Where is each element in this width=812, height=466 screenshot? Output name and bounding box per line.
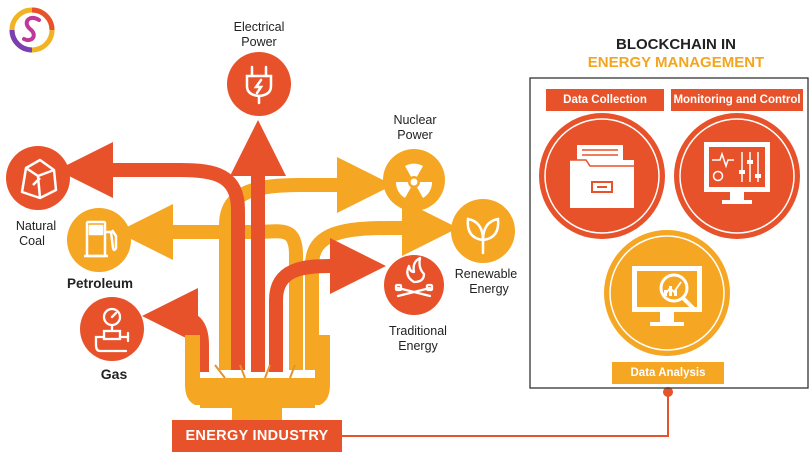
folder-icon bbox=[570, 145, 634, 208]
monitoring-control-node bbox=[674, 113, 800, 239]
blockchain-title: BLOCKCHAIN IN ENERGY MANAGEMENT bbox=[560, 36, 792, 72]
connector-line bbox=[342, 392, 669, 437]
energy-industry-label: ENERGY INDUSTRY bbox=[172, 420, 342, 452]
fire-icon bbox=[394, 256, 434, 298]
leaves-icon bbox=[466, 217, 500, 255]
blockchain-title-line2: ENERGY MANAGEMENT bbox=[587, 54, 765, 71]
arrow-to-nuclear bbox=[219, 157, 393, 370]
arrow-to-traditional bbox=[269, 238, 386, 372]
coal-icon bbox=[20, 158, 58, 200]
label-traditional-2: Energy bbox=[398, 339, 438, 353]
blockchain-title-line1: BLOCKCHAIN IN bbox=[616, 36, 736, 53]
blockchain-panel bbox=[529, 77, 809, 389]
label-coal-2: Coal bbox=[19, 234, 45, 248]
fuel-pump-icon bbox=[84, 220, 118, 258]
label-renewable-1: Renewable bbox=[454, 267, 518, 281]
analytics-monitor-icon bbox=[632, 266, 702, 326]
hands-icon bbox=[185, 335, 330, 420]
label-nuclear-2: Power bbox=[397, 128, 433, 142]
arrow-to-coal bbox=[57, 142, 245, 370]
data-analysis-tag: Data Analysis bbox=[612, 362, 724, 384]
arrow-to-gas bbox=[142, 288, 209, 372]
monitoring-control-tag: Monitoring and Control bbox=[671, 89, 803, 111]
nuclear-power-node bbox=[383, 149, 445, 211]
label-electrical-power-2: Power bbox=[241, 35, 277, 49]
label-renewable-2: Energy bbox=[469, 282, 509, 296]
electrical-power-node bbox=[227, 52, 291, 116]
petroleum-node bbox=[67, 208, 131, 272]
gas-node bbox=[80, 297, 144, 361]
data-analysis-node bbox=[604, 230, 730, 356]
label-gas: Gas bbox=[100, 366, 128, 382]
label-petroleum: Petroleum bbox=[66, 276, 134, 291]
gas-meter-icon bbox=[94, 307, 130, 353]
label-electrical-power-1: Electrical bbox=[233, 20, 285, 34]
plug-icon bbox=[245, 65, 273, 105]
natural-coal-node bbox=[6, 146, 70, 210]
control-panel-icon bbox=[704, 142, 770, 204]
logo-icon bbox=[9, 7, 55, 53]
label-traditional-1: Traditional bbox=[389, 324, 447, 338]
data-collection-tag: Data Collection bbox=[546, 89, 664, 111]
traditional-energy-node bbox=[384, 255, 444, 315]
renewable-energy-node bbox=[451, 199, 515, 263]
energy-flow-arrows bbox=[57, 120, 458, 372]
label-nuclear-1: Nuclear bbox=[393, 113, 437, 127]
label-coal-1: Natural bbox=[15, 219, 57, 233]
data-collection-node bbox=[539, 113, 665, 239]
radiation-icon bbox=[395, 163, 433, 198]
